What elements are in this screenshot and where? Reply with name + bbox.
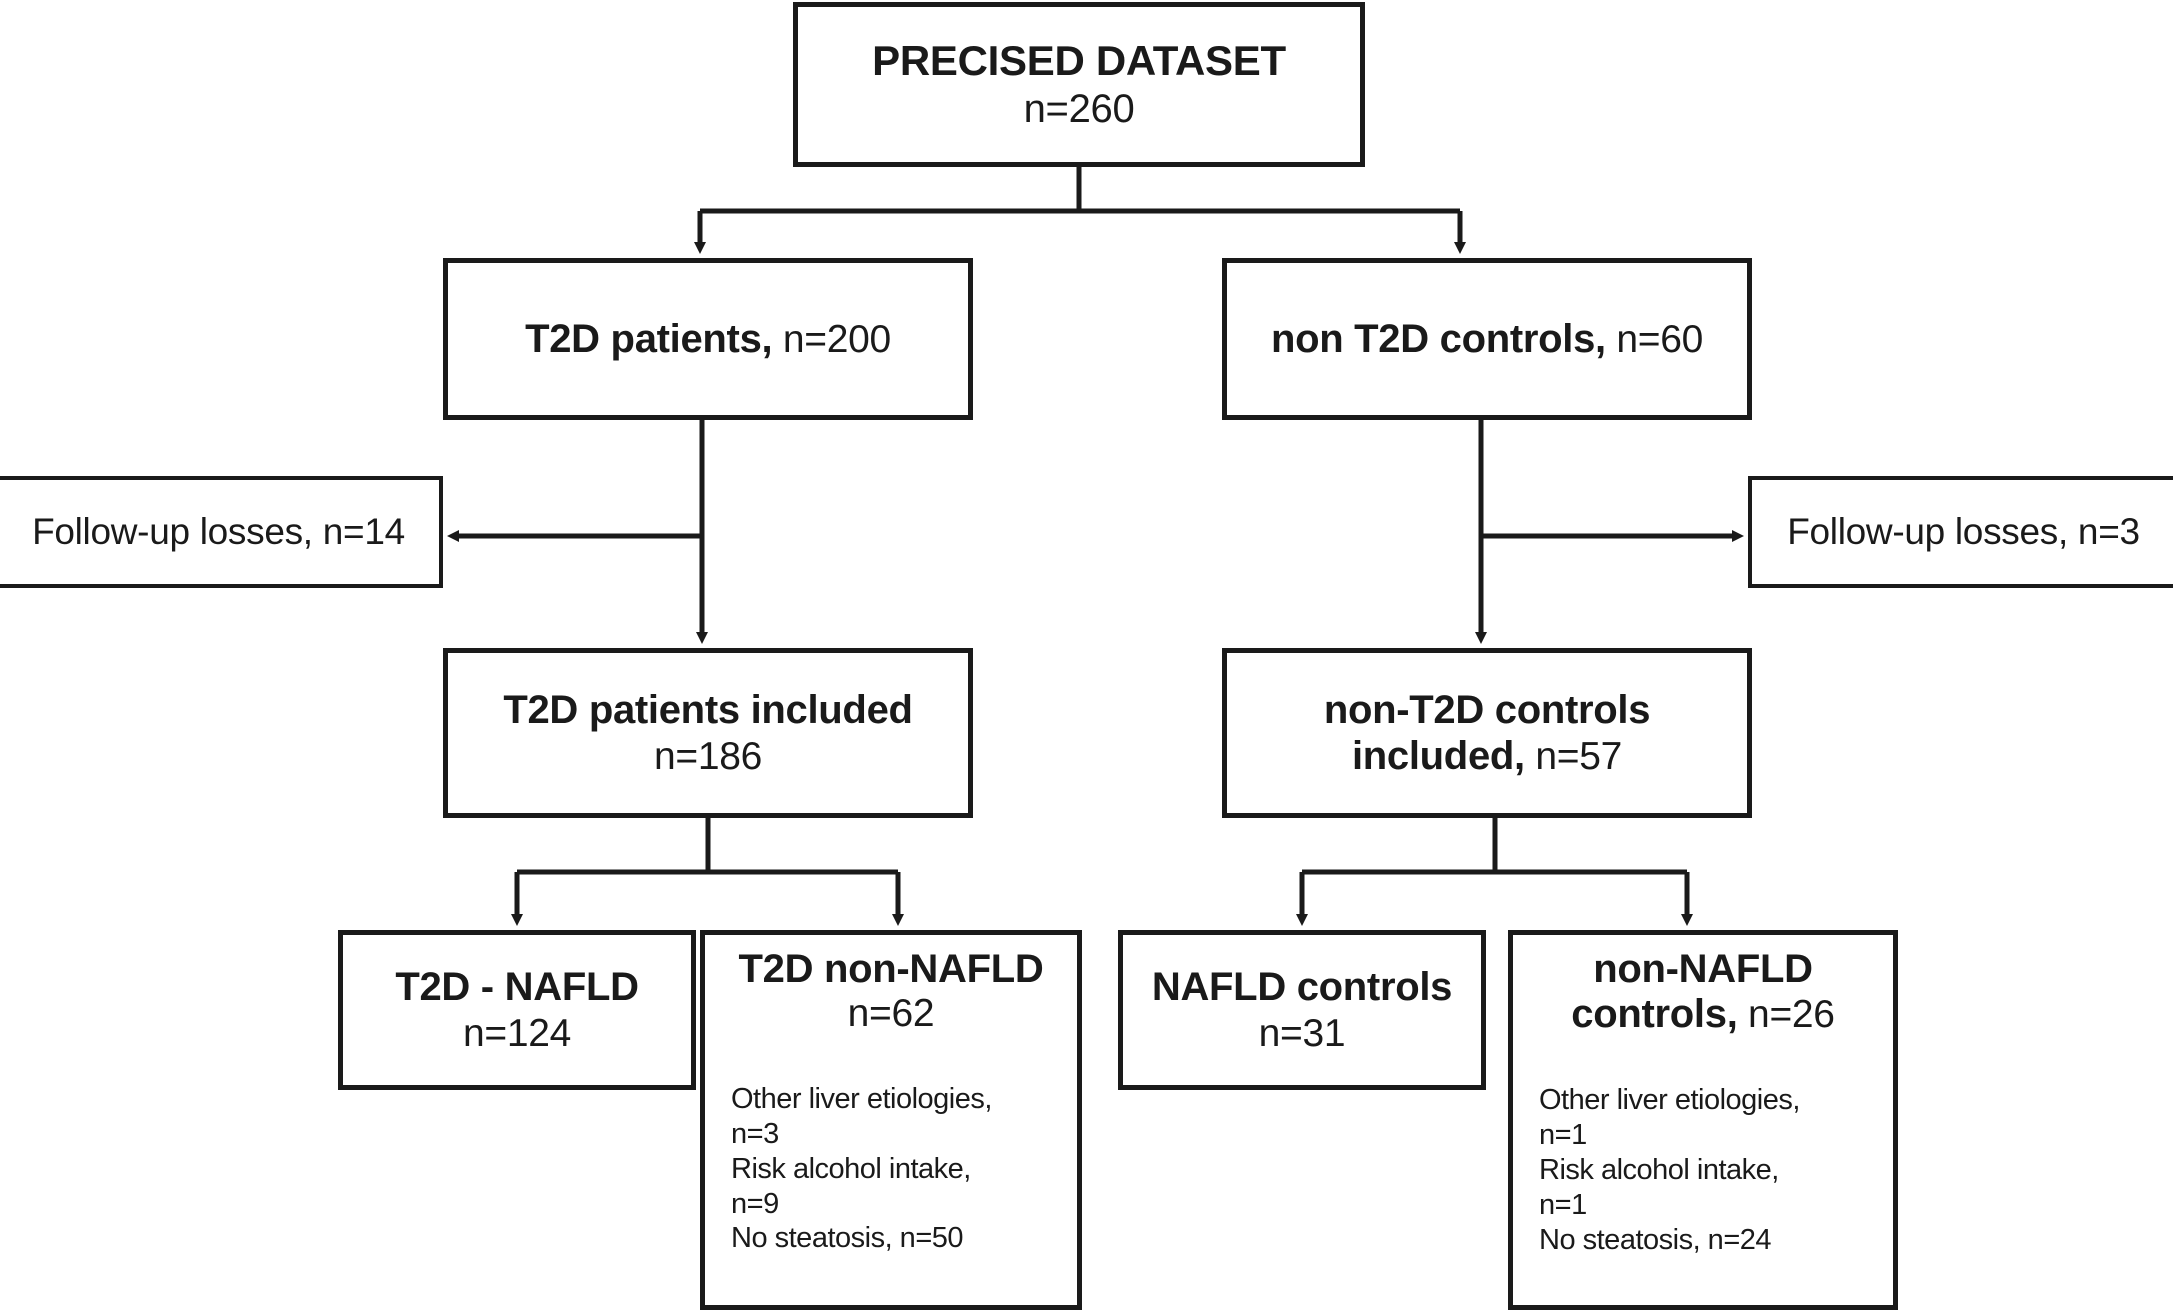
detail-line: n=1 [1539,1119,1587,1152]
connector-control-to-included [1475,420,1744,644]
detail-line: n=9 [731,1187,779,1220]
node-precised-dataset: PRECISED DATASET n=260 [793,2,1365,167]
node-non-nafld-controls-title: non-NAFLD [1593,947,1813,991]
node-non-nafld-controls-line2: controls, n=26 [1513,992,1893,1037]
detail-line: Other liver etiologies, [1539,1084,1800,1117]
node-followup-losses-left: Follow-up losses, n=14 [0,476,443,588]
detail-line: No steatosis, n=24 [1539,1223,1772,1256]
node-non-t2d-controls: non T2D controls, n=60 [1222,258,1752,420]
node-non-t2d-controls-label: non T2D controls, [1270,316,1606,361]
node-t2d-non-nafld-details: Other liver etiologies, n=3 Risk alcohol… [705,1082,1077,1256]
detail-line: n=1 [1539,1188,1587,1221]
node-t2d-nafld-count: n=124 [462,1011,572,1055]
node-non-t2d-controls-count: n=60 [1605,317,1704,361]
node-t2d-non-nafld-count: n=62 [847,992,935,1036]
connector-control-included-split [1296,818,1693,926]
node-followup-losses-right-label: Follow-up losses, n=3 [1787,510,2140,552]
detail-line: Other liver etiologies, [731,1083,992,1116]
node-precised-dataset-title: PRECISED DATASET [872,36,1286,84]
node-t2d-patients-label: T2D patients, [525,316,773,361]
node-t2d-nafld-title: T2D - NAFLD [395,965,639,1010]
node-non-t2d-controls-line: non T2D controls, n=60 [1271,316,1703,362]
connector-t2d-included-split [511,818,904,926]
node-t2d-patients-included: T2D patients included n=186 [443,648,973,818]
node-followup-losses-right: Follow-up losses, n=3 [1748,476,2173,588]
detail-line: n=3 [731,1118,779,1151]
node-non-nafld-controls: non-NAFLD controls, n=26 Other liver eti… [1508,930,1898,1310]
node-non-t2d-controls-included-label: included, [1351,734,1525,778]
detail-line: Risk alcohol intake, [1539,1153,1779,1186]
node-non-t2d-controls-included-count: n=57 [1524,735,1623,778]
node-followup-losses-left-label: Follow-up losses, n=14 [32,510,405,552]
node-precised-dataset-count: n=260 [1023,86,1135,131]
node-t2d-patients: T2D patients, n=200 [443,258,973,420]
connector-t2d-to-included [447,420,708,644]
node-t2d-patients-count: n=200 [772,317,891,361]
node-t2d-non-nafld-header: T2D non-NAFLD n=62 [705,947,1077,1036]
detail-line: No steatosis, n=50 [731,1222,964,1255]
connector-root-split [694,167,1466,254]
node-nafld-controls: NAFLD controls n=31 [1118,930,1486,1090]
node-non-nafld-controls-label: controls, [1571,992,1738,1037]
node-non-nafld-controls-header: non-NAFLD controls, n=26 [1513,947,1893,1037]
node-non-nafld-controls-count: n=26 [1737,993,1835,1037]
node-t2d-patients-line: T2D patients, n=200 [525,316,891,362]
node-non-nafld-controls-details: Other liver etiologies, n=1 Risk alcohol… [1513,1083,1893,1257]
node-t2d-patients-included-count: n=186 [653,734,763,778]
node-nafld-controls-count: n=31 [1258,1011,1346,1055]
node-non-t2d-controls-included: non-T2D controls included, n=57 [1222,648,1752,818]
node-t2d-non-nafld-title: T2D non-NAFLD [738,947,1044,991]
node-t2d-non-nafld: T2D non-NAFLD n=62 Other liver etiologie… [700,930,1082,1310]
node-t2d-patients-included-title: T2D patients included [503,688,913,733]
detail-line: Risk alcohol intake, [731,1152,971,1185]
node-non-t2d-controls-included-line2: included, n=57 [1352,733,1622,779]
node-non-t2d-controls-included-title: non-T2D controls [1323,687,1651,732]
node-nafld-controls-title: NAFLD controls [1151,965,1453,1010]
node-t2d-nafld: T2D - NAFLD n=124 [338,930,696,1090]
